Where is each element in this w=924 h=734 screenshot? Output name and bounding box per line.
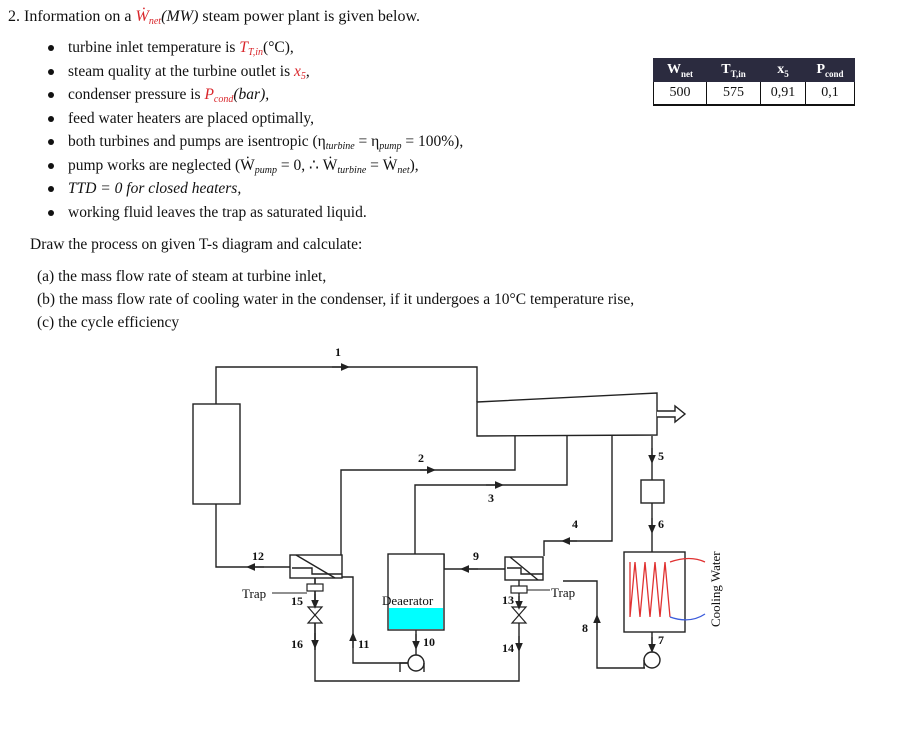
trap-label-left: Trap [242,586,266,601]
value-cell: 500 [653,81,707,106]
trap-left [306,583,324,592]
header-cell: x5 [760,58,806,82]
parameter-table: Wnet TT,in x5 Pcond 500 575 0,91 0,1 [653,58,855,106]
line-11 [341,576,408,664]
work-output-arrow [657,404,687,424]
condenser-coil [629,561,671,618]
cooling-water-out [669,557,706,563]
given-item: feed water heaters are placed optimally, [46,107,463,131]
state-label: 15 [291,594,303,608]
deaerator-water [389,608,443,629]
task-item: (c) the cycle efficiency [37,314,180,331]
steam-line-1 [215,366,478,404]
turbine [476,392,658,437]
line-12 [215,504,290,568]
state-label: 1 [335,345,341,359]
state-label: 10 [423,635,435,649]
draw-instruction: Draw the process on given T-s diagram an… [30,236,363,253]
value-cell: 575 [706,81,761,106]
extraction-line-4 [543,436,613,556]
valve-right [510,606,528,624]
state-label: 8 [582,621,588,635]
valve-left [306,606,324,624]
trap-label-right: Trap [551,585,575,600]
intro-prefix: Information on a [24,8,132,25]
given-item: both turbines and pumps are isentropic (… [46,130,463,154]
state-label: 11 [358,637,369,651]
state-label: 6 [658,517,664,531]
state-label: 5 [658,449,664,463]
cooling-water-label: Cooling Water [708,551,723,627]
state-label: 14 [502,641,514,655]
given-item: steam quality at the turbine outlet is x… [46,60,463,84]
given-item: condenser pressure is Pcond(bar), [46,83,463,107]
given-item: working fluid leaves the trap as saturat… [46,201,463,225]
state-label: 4 [572,517,578,531]
cooling-water-in [669,613,706,621]
table-header-row: Wnet TT,in x5 Pcond [653,58,855,82]
pump-right [643,651,661,669]
value-cell: 0,1 [805,81,855,106]
boiler [192,403,241,505]
pump-left [407,654,425,672]
given-item: TTD = 0 for closed heaters, [46,177,463,201]
state-label: 16 [291,637,303,651]
value-cell: 0,91 [760,81,806,106]
deaerator-label: Deaerator [382,593,434,608]
state-label: 12 [252,549,264,563]
state-label: 2 [418,451,424,465]
w-net-symbol: Ẇnet [135,8,162,27]
header-cell: Pcond [805,58,855,82]
intro-suffix: steam power plant is given below. [202,8,420,25]
header-cell: TT,in [706,58,761,82]
table-value-row: 500 575 0,91 0,1 [653,81,855,106]
given-item: pump works are neglected (Ẇpump = 0, ∴ Ẇ… [46,154,463,178]
trap-right [510,585,528,594]
state-label: 3 [488,491,494,505]
task-item: (b) the mass flow rate of cooling water … [37,291,635,308]
trap-box-5-6 [640,479,665,504]
intro-unit: (MW) [161,8,199,25]
given-list: turbine inlet temperature is TT,in(°C), … [46,36,463,224]
question-header: 2. Information on a Ẇnet(MW) steam power… [8,8,420,27]
state-label: 7 [658,633,664,647]
state-label: 13 [502,593,514,607]
given-item: turbine inlet temperature is TT,in(°C), [46,36,463,60]
header-cell: Wnet [653,58,707,82]
task-item: (a) the mass flow rate of steam at turbi… [37,268,327,285]
state-label: 9 [473,549,479,563]
question-number: 2. [8,8,20,25]
